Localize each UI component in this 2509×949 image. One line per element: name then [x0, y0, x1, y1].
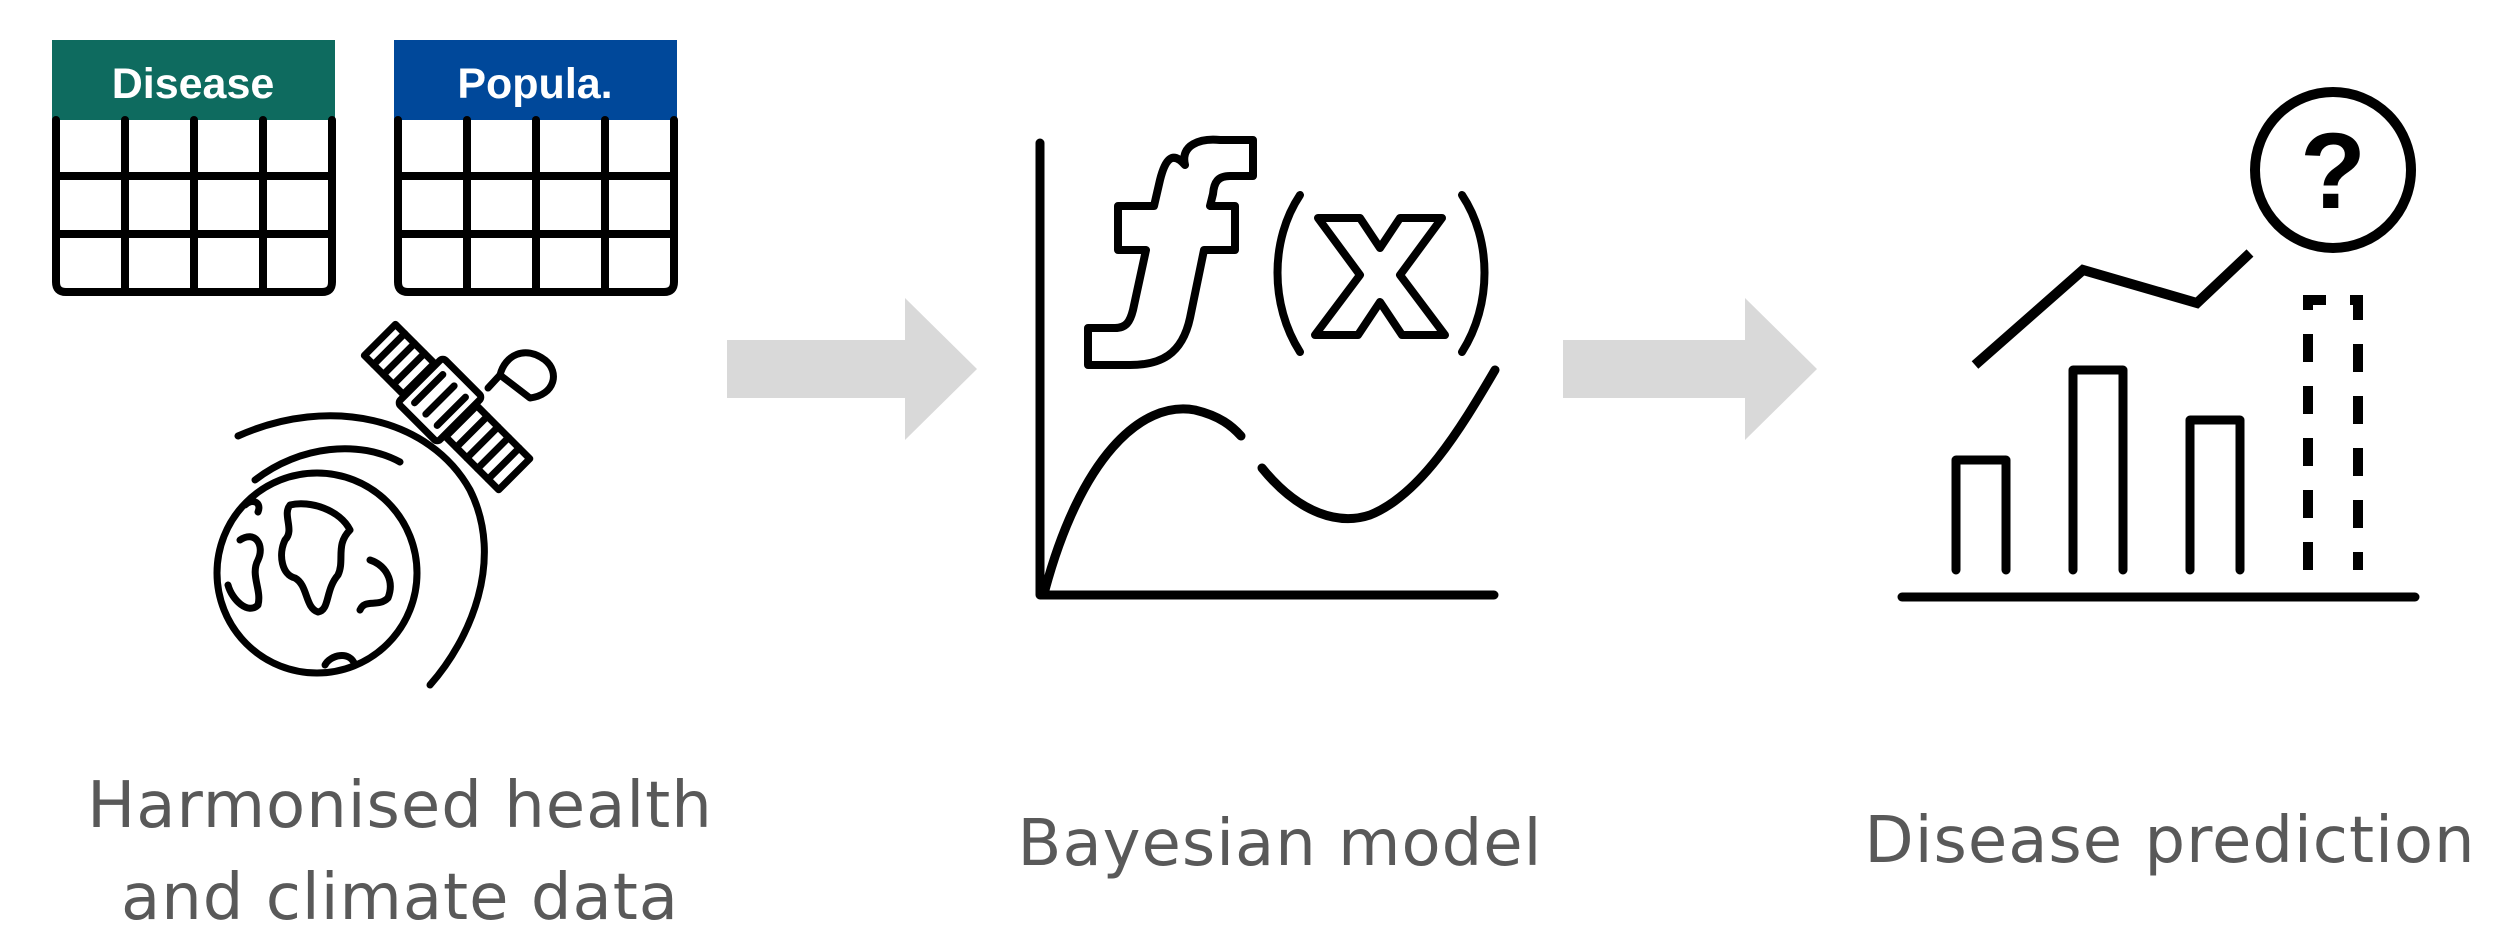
graph-curve-left — [1040, 404, 1246, 595]
x-glyph — [1311, 214, 1449, 339]
satellite-icon — [234, 320, 557, 689]
caption-text: Bayesian model — [1017, 807, 1543, 881]
bar-1 — [1951, 455, 2011, 575]
disease-table-icon: Disease — [52, 40, 336, 296]
question-mark-icon: ? — [2250, 87, 2416, 253]
bar-3 — [2185, 415, 2245, 575]
graph-axes — [1035, 138, 1499, 600]
orbit-path — [234, 412, 488, 689]
bar-chart-icon — [1897, 365, 2420, 602]
caption-line-2: and climate data — [120, 861, 680, 935]
graph-curve-right — [1257, 365, 1500, 523]
disease-table-header-label: Disease — [112, 60, 275, 108]
function-graph-icon — [1035, 138, 1500, 600]
f-glyph — [1084, 135, 1257, 369]
fx-formula-icon — [1084, 135, 1489, 369]
population-table-header — [394, 40, 677, 120]
arrow-1 — [727, 298, 977, 440]
caption-line-1: Harmonised health — [87, 769, 713, 843]
caption-disease-prediction: Disease prediction — [1830, 795, 2509, 887]
bar-2 — [2068, 365, 2128, 575]
close-paren-glyph — [1458, 191, 1489, 356]
population-table-header-label: Popula. — [457, 60, 612, 108]
caption-bayesian-model: Bayesian model — [960, 798, 1600, 890]
predicted-bar-icon — [2303, 295, 2363, 570]
arrow-2 — [1563, 298, 1817, 440]
earth-globe-icon — [213, 469, 421, 677]
caption-harmonised-data: Harmonised health and climate data — [40, 760, 760, 944]
trend-line-icon — [1971, 249, 2254, 369]
population-table-icon: Popula. — [394, 40, 678, 296]
question-mark-glyph: ? — [2300, 110, 2366, 231]
caption-text: Disease prediction — [1864, 804, 2476, 878]
disease-table-header — [52, 40, 335, 120]
open-paren-glyph — [1273, 191, 1304, 356]
